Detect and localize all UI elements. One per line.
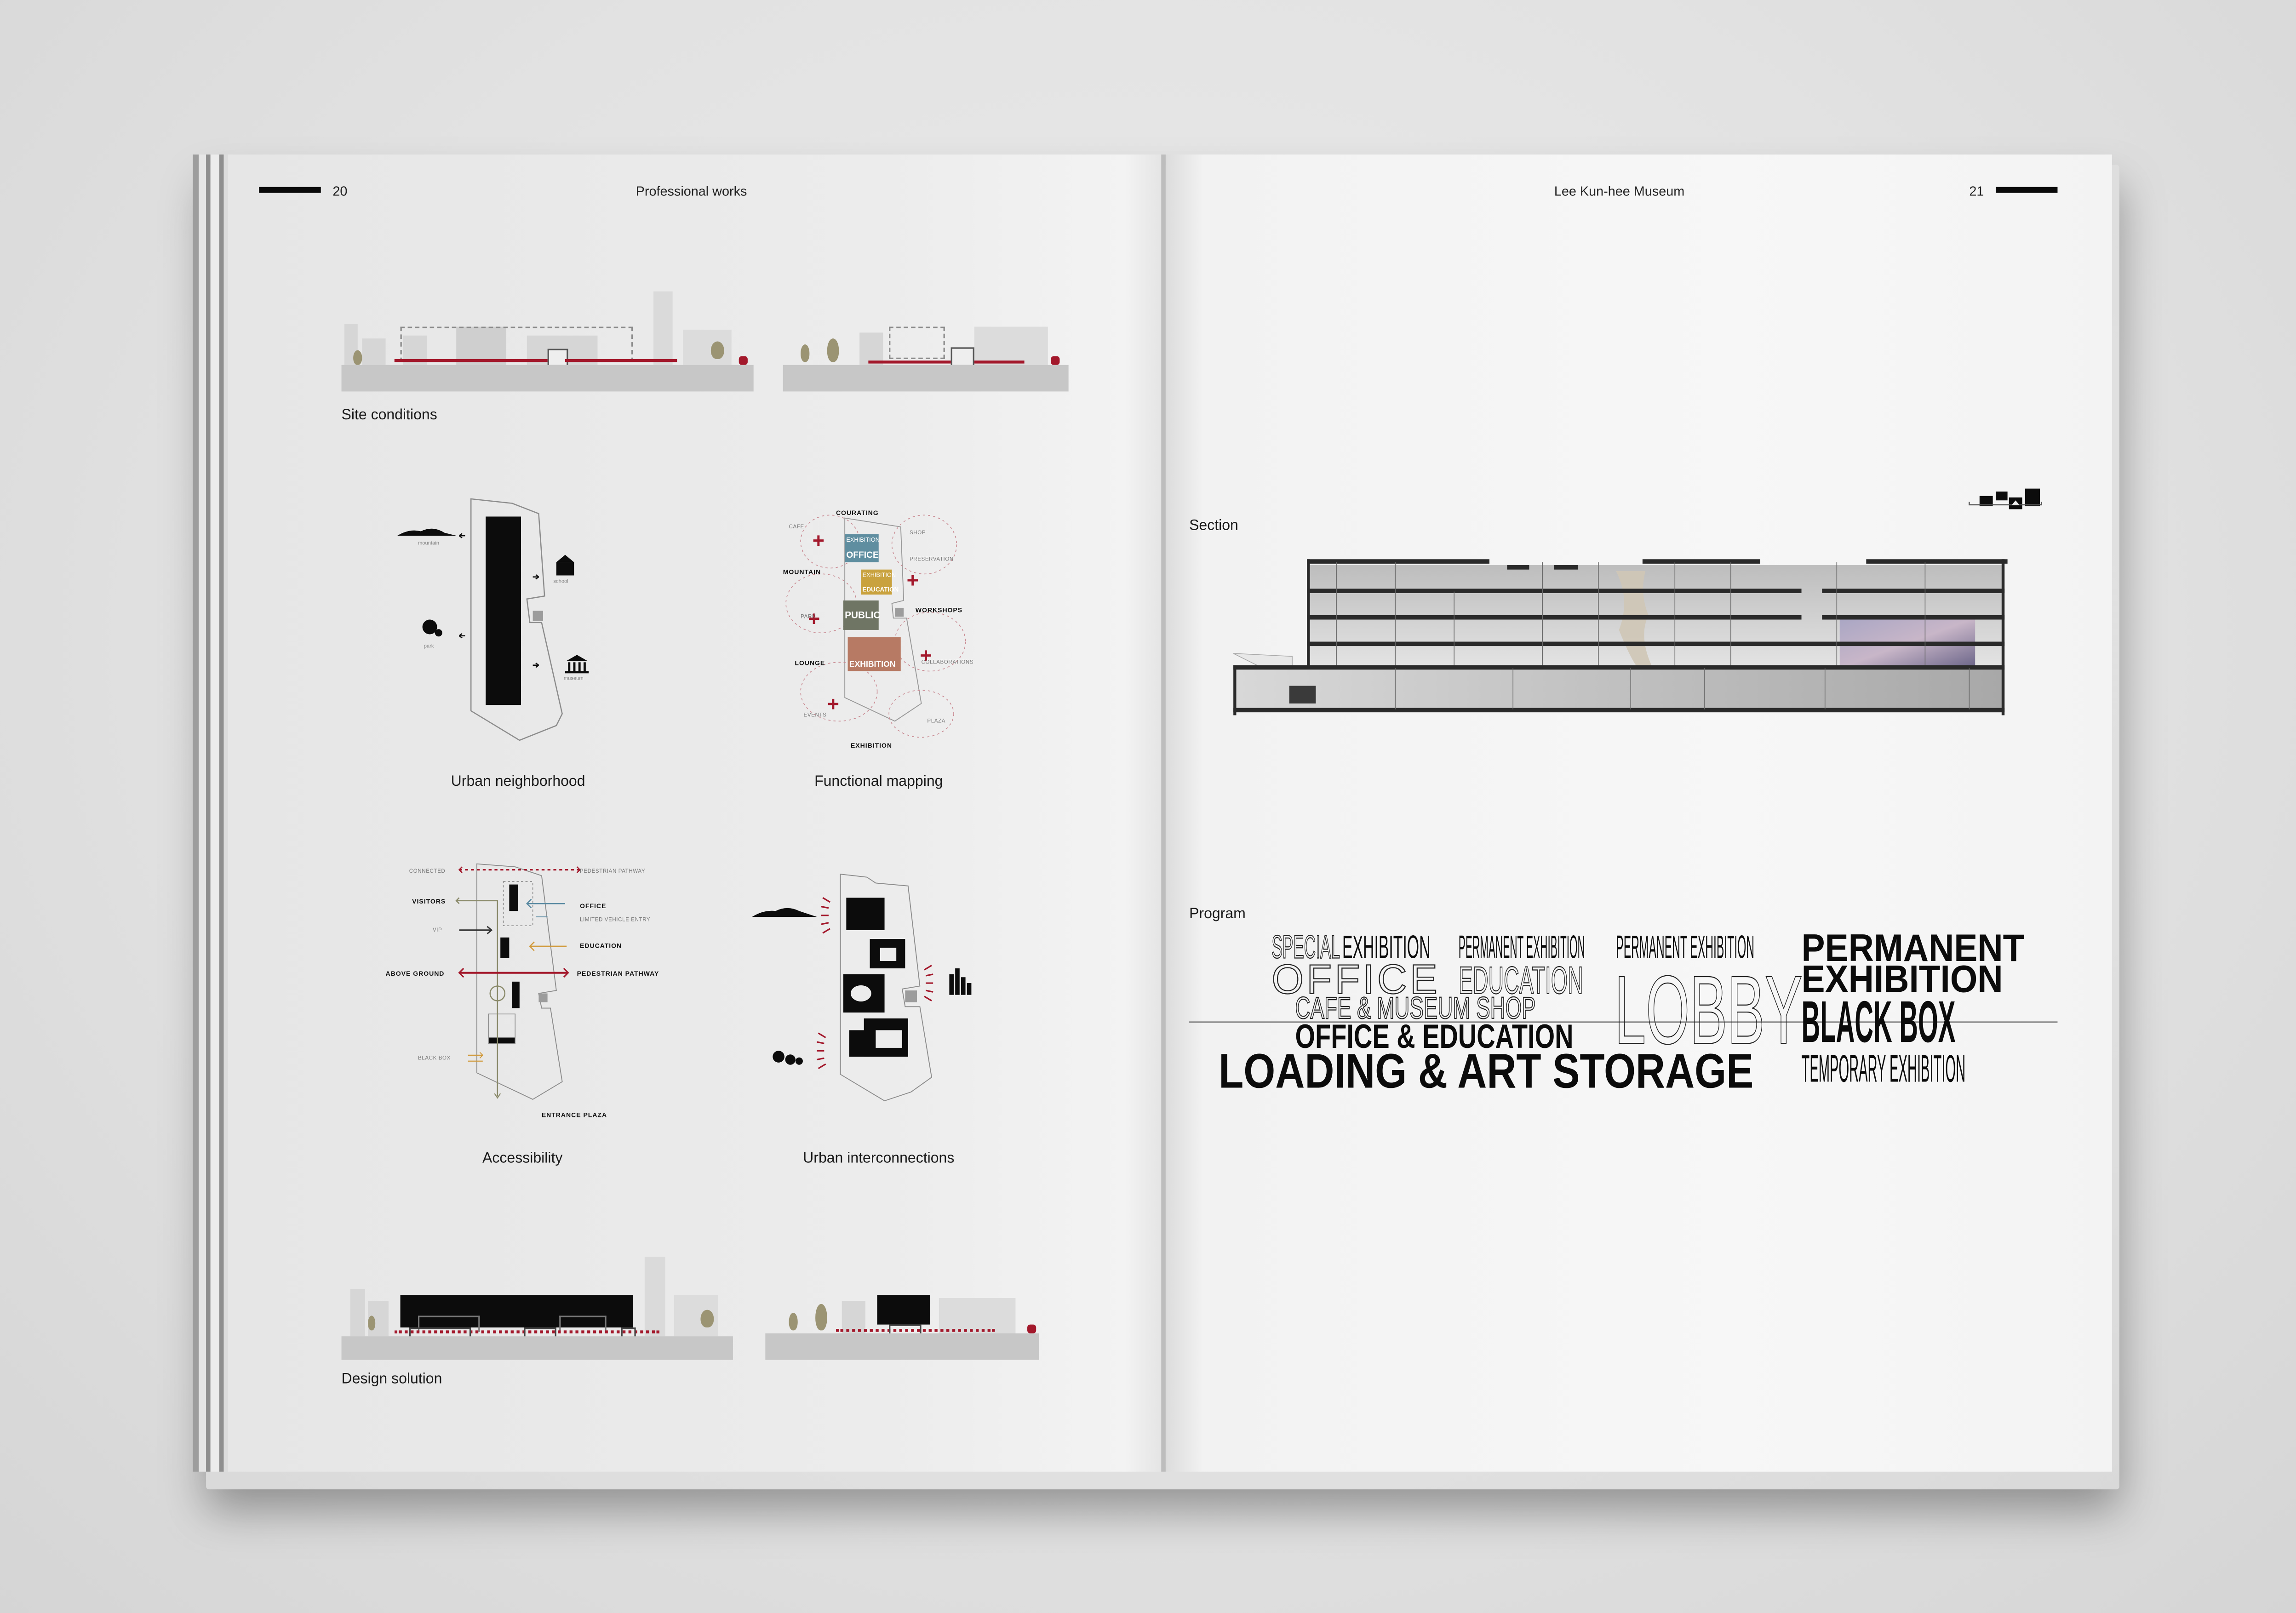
site-section-diagram-1	[341, 291, 754, 392]
word-permanent-exhibition-2: PERMANENT EXHIBITION	[1616, 928, 1755, 966]
word-temporary-exhibition: TEMPORARY EXHIBITION	[1801, 1046, 1966, 1091]
caption-accessibility: Accessibility	[482, 1150, 563, 1167]
page-number-left: 20	[332, 184, 348, 199]
running-header-right: Lee Kun-hee Museum	[1554, 184, 1685, 199]
right-page	[1165, 154, 2112, 1472]
word-permanent-exhibition-1: PERMANENT EXHIBITION	[1458, 928, 1585, 966]
plus-icon: +	[808, 606, 820, 630]
building-section-drawing	[1233, 556, 2010, 718]
svg-text:park: park	[424, 643, 434, 649]
page-number-right: 21	[1969, 184, 1984, 199]
book-gutter	[1161, 154, 1166, 1472]
program-word-cloud: SPECIAL EXHIBITION PERMANENT EXHIBITION …	[1189, 920, 2057, 1104]
caption-site-conditions: Site conditions	[341, 407, 437, 424]
urban-interconnections-diagram	[743, 868, 1008, 1118]
accessibility-diagram: CONNECTED PEDESTRIAN PATHWAY VISITORS OF…	[386, 861, 680, 1126]
word-lobby: LOBBY	[1614, 955, 1803, 1064]
word-loading-art-storage: LOADING & ART STORAGE	[1219, 1043, 1754, 1098]
page-edge	[219, 154, 224, 1472]
word-black-box: BLACK BOX	[1801, 990, 1956, 1055]
svg-text:school: school	[553, 578, 568, 584]
site-section-diagram-2	[783, 312, 1069, 392]
caption-section: Section	[1189, 518, 1238, 534]
caption-urban-interconnections: Urban interconnections	[803, 1150, 955, 1167]
caption-functional-mapping: Functional mapping	[814, 774, 943, 790]
svg-text:mountain: mountain	[418, 540, 439, 546]
functional-mapping-diagram: EXHIBITION OFFICE EXHIBITION EDUCATION P…	[783, 509, 974, 749]
block-office: EXHIBITION OFFICE	[845, 534, 880, 562]
word-exhibition: EXHIBITION	[1342, 928, 1431, 966]
page-edge	[206, 154, 211, 1472]
caption-program: Program	[1189, 906, 1246, 923]
running-header-left: Professional works	[636, 184, 747, 199]
block-education: EXHIBITION EDUCATION	[861, 569, 899, 595]
plus-icon: +	[906, 568, 919, 592]
word-cafe-museum-shop: CAFE & MUSEUM SHOP	[1295, 992, 1536, 1026]
plus-icon: +	[812, 528, 824, 552]
word-education: EDUCATION	[1458, 958, 1583, 1002]
design-solution-diagram-2	[765, 1283, 1039, 1360]
section-key-icon	[1968, 487, 2044, 510]
plus-icon: +	[827, 692, 839, 715]
plus-icon: +	[920, 643, 932, 667]
header-rule	[1996, 187, 2058, 193]
program-rule	[1189, 1021, 2058, 1023]
word-office-education: OFFICE & EDUCATION	[1295, 1017, 1574, 1055]
page-edge	[223, 154, 229, 1472]
site-plan-outline: mountain park school museum	[397, 498, 589, 741]
word-exhibition-big: EXHIBITION	[1801, 956, 2003, 1001]
page-edge	[193, 154, 199, 1472]
caption-design-solution: Design solution	[341, 1372, 442, 1388]
word-permanent: PERMANENT	[1801, 926, 2025, 970]
urban-neighborhood-diagram: mountain park school museum	[395, 493, 630, 765]
page-edge	[210, 154, 219, 1472]
word-office: OFFICE	[1271, 956, 1441, 1002]
block-public: PUBLIC	[843, 600, 881, 630]
page-edge	[199, 154, 206, 1472]
svg-text:museum: museum	[564, 676, 584, 681]
block-exhibition: EXHIBITION	[847, 637, 901, 671]
design-solution-diagram-1	[341, 1251, 733, 1360]
header-rule	[259, 187, 321, 193]
caption-urban-neighborhood: Urban neighborhood	[451, 774, 585, 790]
